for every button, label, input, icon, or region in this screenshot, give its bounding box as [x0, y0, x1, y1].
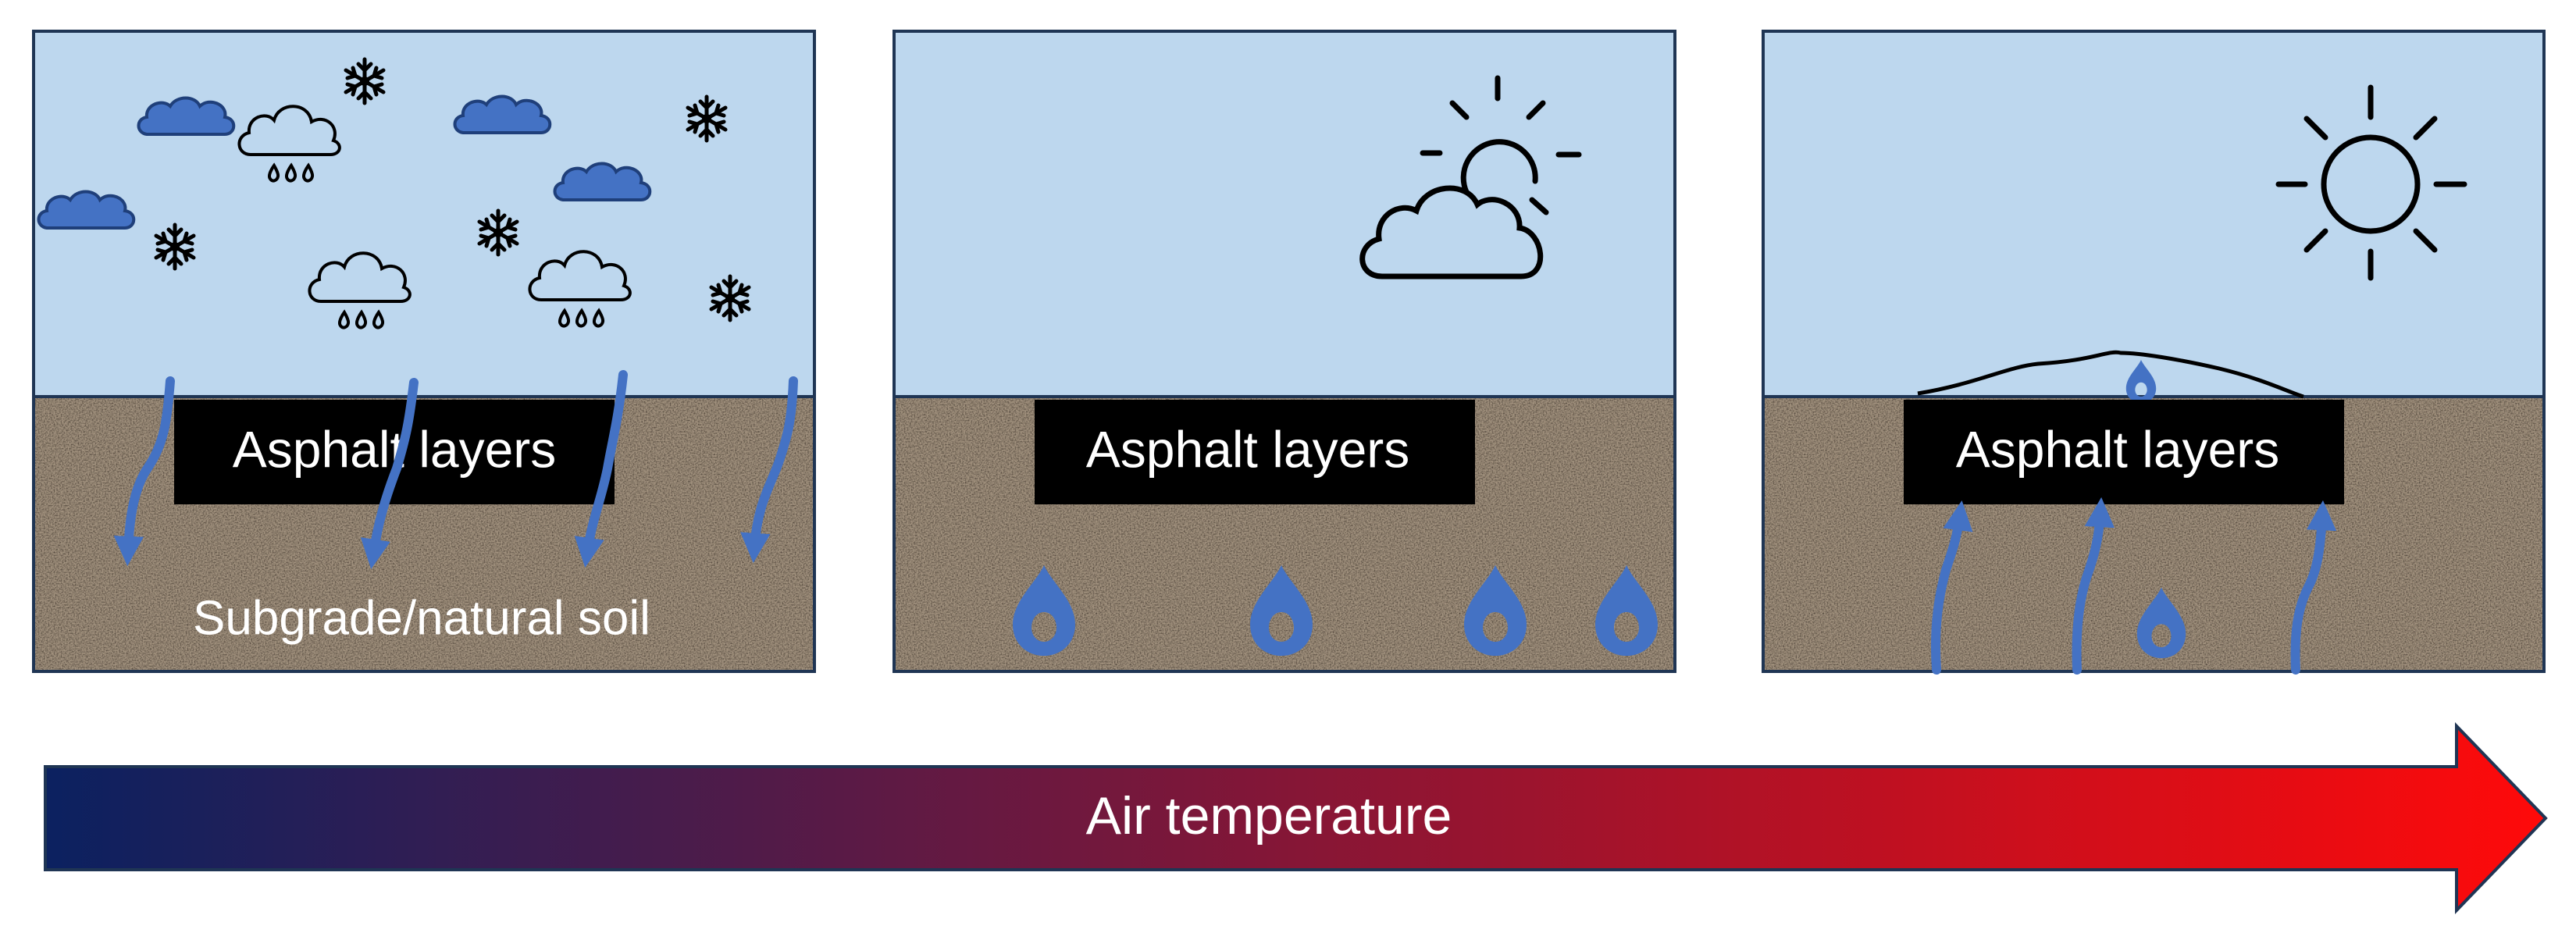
panel-summer: Asphalt layers [1762, 30, 2546, 675]
panel-border [32, 30, 816, 673]
water-infiltration-arrows [113, 370, 798, 569]
asphalt-label: Asphalt layers [1086, 420, 1410, 478]
panel-border [893, 30, 1676, 673]
panel-transition: Asphalt layers [893, 30, 1676, 673]
sky [1763, 31, 2544, 397]
subgrade-label: Subgrade/natural soil [193, 591, 650, 645]
sky [894, 31, 1675, 397]
panel-border [1762, 30, 2546, 673]
air-temperature-label: Air temperature [1086, 786, 1452, 846]
sun-icon [2275, 84, 2467, 281]
asphalt-layer [1035, 400, 1475, 504]
sun-behind-cloud-icon [1359, 75, 1582, 280]
capillary-rise-arrows [1930, 497, 2337, 675]
sky [34, 31, 814, 397]
panel-winter: Asphalt layers Subgrade/natural soil [32, 30, 816, 673]
asphalt-label: Asphalt layers [1956, 420, 2280, 478]
pavement-heave-line [1917, 350, 2304, 399]
asphalt-layer [1904, 400, 2344, 504]
temperature-gradient-arrow [44, 722, 2548, 914]
air-temperature-arrow: Air temperature [44, 722, 2548, 914]
